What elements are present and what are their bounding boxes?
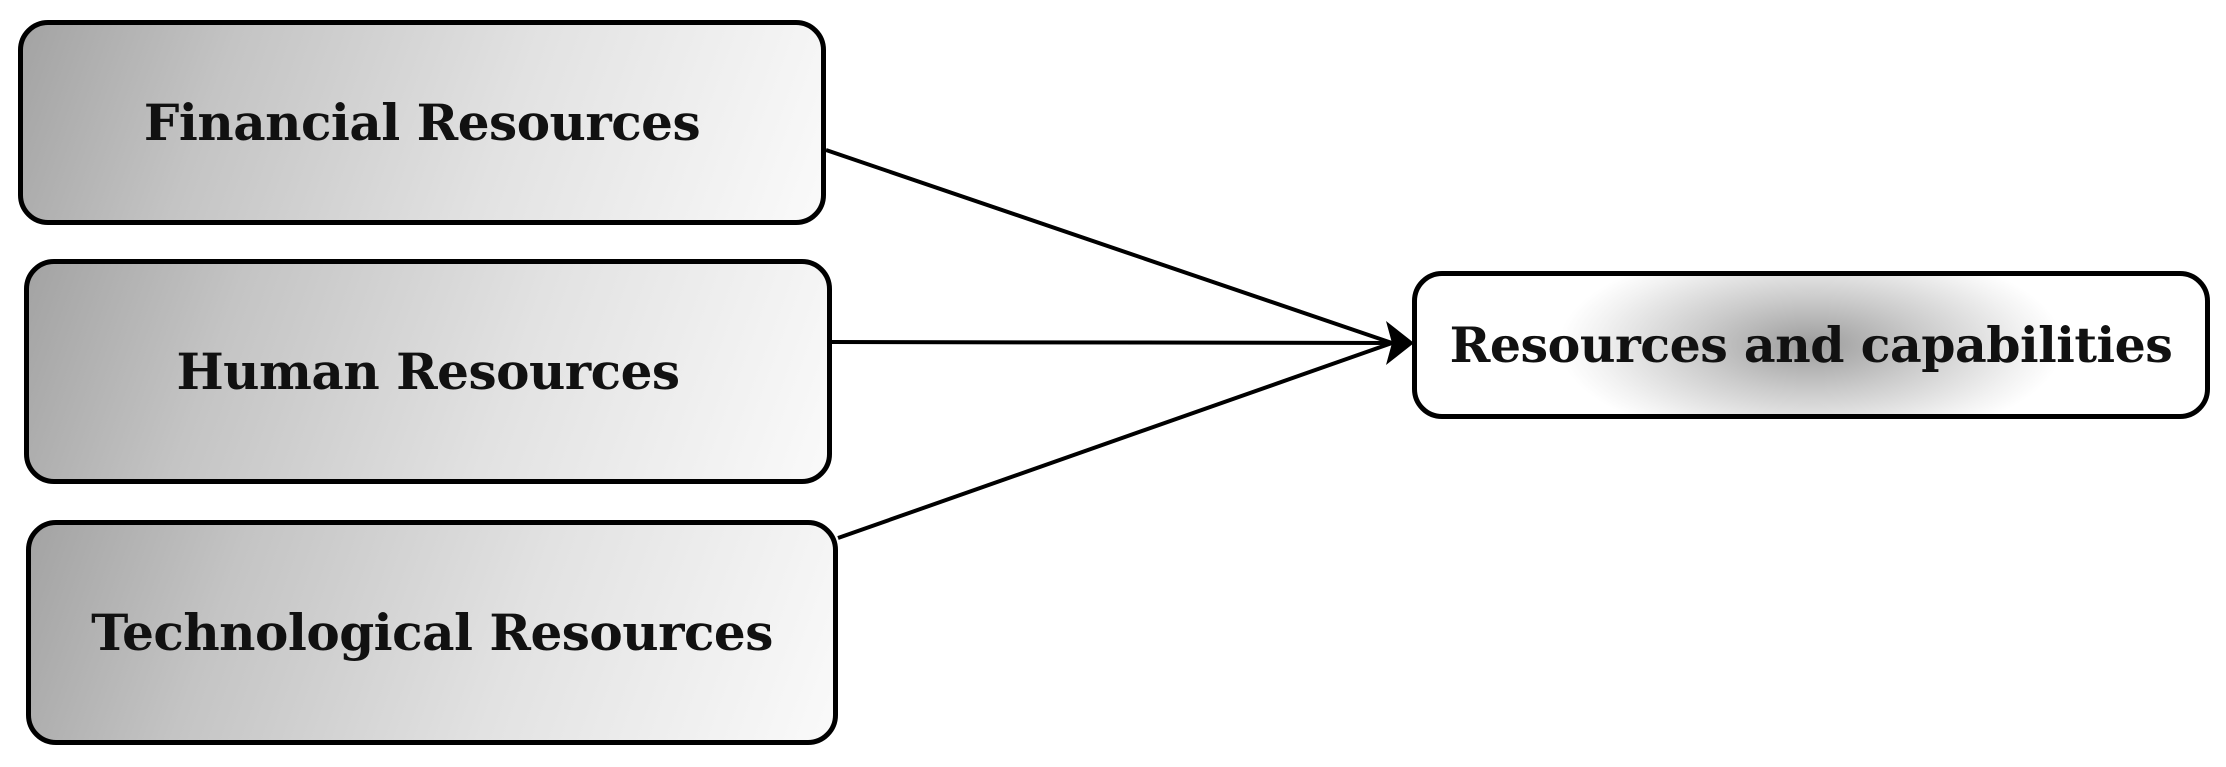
resources-and-capabilities-box: Resources and capabilities — [1412, 271, 2210, 419]
human-resources-box: Human Resources — [24, 259, 832, 484]
resources-and-capabilities-label: Resources and capabilities — [1449, 316, 2173, 374]
human-resources-label: Human Resources — [176, 342, 680, 401]
arrow-financial-to-resources — [825, 148, 1393, 345]
technological-resources-label: Technological Resources — [91, 603, 773, 662]
financial-resources-label: Financial Resources — [143, 93, 701, 152]
financial-resources-box: Financial Resources — [18, 20, 826, 225]
arrow-technological-to-resources — [837, 341, 1393, 540]
arrowhead-icon — [1386, 321, 1414, 365]
technological-resources-box: Technological Resources — [26, 520, 838, 745]
arrow-human-to-resources — [831, 340, 1393, 345]
